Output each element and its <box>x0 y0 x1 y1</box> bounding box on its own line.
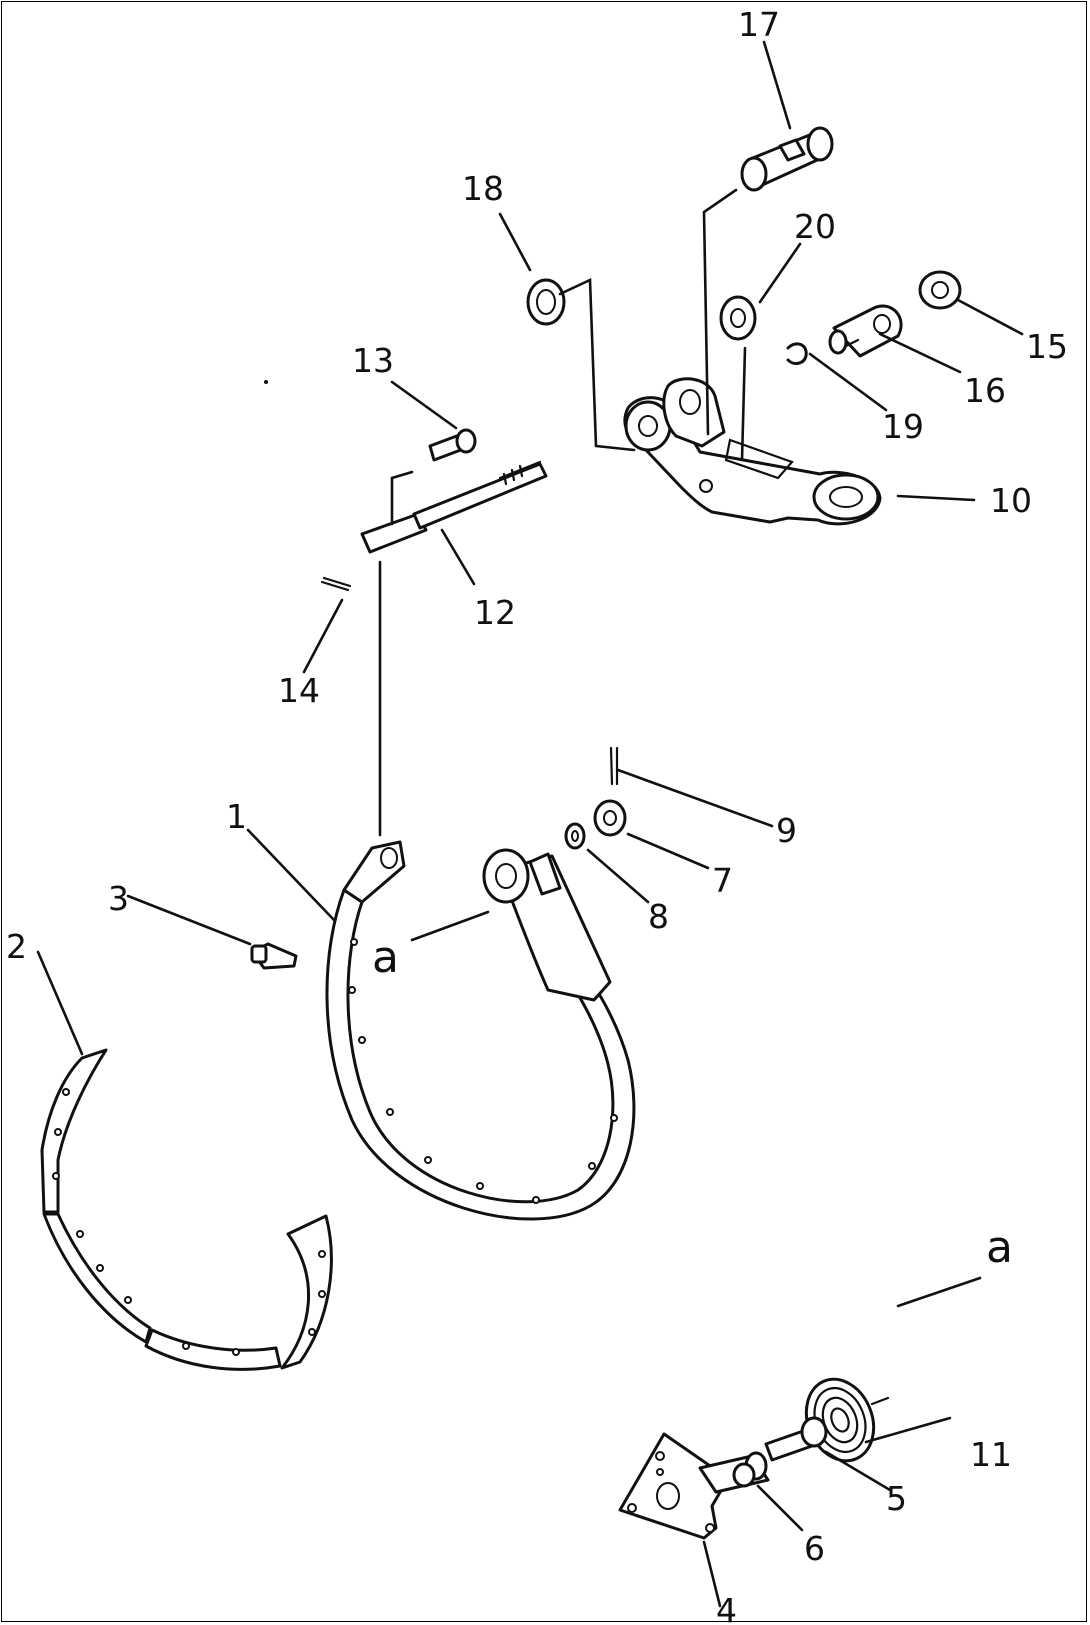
brake-band <box>325 840 636 1221</box>
callout-4: 4 <box>716 1591 737 1625</box>
pin-13 <box>428 428 477 462</box>
callout-17: 17 <box>738 5 780 44</box>
callout-1: 1 <box>226 797 247 836</box>
assembly-lines <box>378 188 747 837</box>
callout-14: 14 <box>278 671 320 710</box>
clevis-16 <box>828 304 903 358</box>
nut-7 <box>593 799 627 837</box>
callout-7: 7 <box>712 861 733 900</box>
callout-5: 5 <box>886 1479 907 1518</box>
leader-lines <box>36 40 1024 1608</box>
cotter-pin-14 <box>320 576 352 592</box>
callout-20: 20 <box>794 207 836 246</box>
stray-dot <box>264 380 268 384</box>
washer-8 <box>564 822 586 850</box>
bracket-10 <box>623 377 882 526</box>
callout-6: 6 <box>804 1529 825 1568</box>
callout-19: 19 <box>882 407 924 446</box>
bolt-3 <box>250 942 298 970</box>
callout-12: 12 <box>474 593 516 632</box>
reference-mark-a-band: a <box>372 932 399 983</box>
callout-16: 16 <box>964 371 1006 410</box>
anchor-plate-4 <box>618 1432 770 1540</box>
callout-10: 10 <box>990 481 1032 520</box>
callout-15: 15 <box>1026 327 1068 366</box>
bolt-5 <box>764 1416 828 1462</box>
washer-6 <box>732 1462 756 1488</box>
callout-18: 18 <box>462 169 504 208</box>
callout-11: 11 <box>970 1435 1012 1474</box>
callout-9: 9 <box>776 811 797 850</box>
callout-13: 13 <box>352 341 394 380</box>
callout-2: 2 <box>6 927 27 966</box>
cotter-pin-9 <box>609 746 619 786</box>
part-number-labels: 17 18 20 15 16 19 10 13 12 14 1 9 7 8 3 … <box>6 5 1068 1625</box>
snap-ring-19 <box>786 342 808 365</box>
lining-segments <box>40 1048 333 1371</box>
callout-8: 8 <box>648 897 669 936</box>
reference-mark-a-spring: a <box>986 1222 1013 1273</box>
pin-17 <box>740 126 834 192</box>
callout-3: 3 <box>108 879 129 918</box>
snap-ring-18 <box>526 278 566 326</box>
rod-12 <box>360 460 548 554</box>
nut-15 <box>918 270 962 310</box>
washer-20 <box>719 295 757 341</box>
